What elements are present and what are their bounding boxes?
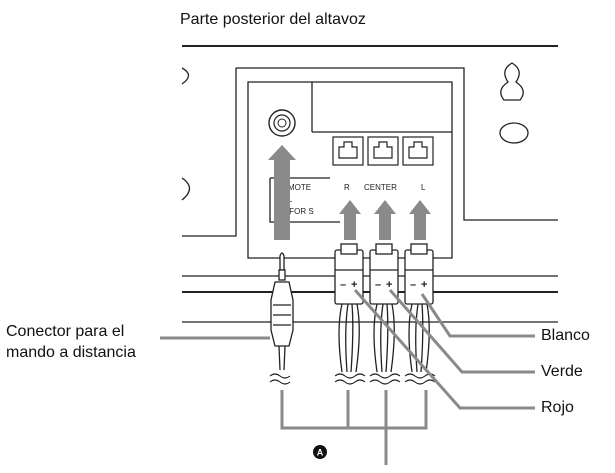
leader-white (420, 293, 535, 338)
plug-l-minus: – (410, 279, 416, 291)
speaker-plug-center (369, 243, 399, 373)
speaker-plug-r (334, 243, 364, 373)
callout-green: Verde (541, 363, 583, 380)
plug-r-minus: – (340, 279, 346, 291)
arrow-l (409, 200, 431, 240)
leader-lines (160, 289, 535, 465)
channel-label-l: L (421, 183, 426, 192)
speaker-plug-l (404, 243, 434, 373)
polarity-marks: – + – + – + (340, 279, 427, 291)
remote-label-1: MOTE (288, 183, 311, 192)
callout-white: Blanco (541, 327, 590, 344)
plug-center-minus: – (375, 279, 381, 291)
diagram-title: Parte posterior del altavoz (180, 11, 366, 28)
cable-break-marks (269, 373, 436, 385)
callout-red: Rojo (541, 399, 574, 416)
leader-red (353, 289, 535, 410)
badge-a-label: A (317, 448, 324, 458)
arrow-center (374, 200, 396, 240)
badge-a: A (313, 445, 327, 459)
insertion-arrows (268, 145, 431, 240)
remote-label-3: LY FOR S (278, 207, 314, 216)
bracket-a (280, 390, 428, 430)
arrow-r (339, 200, 361, 240)
leader-green (388, 289, 535, 374)
arrow-remote (268, 145, 296, 240)
speaker-body (181, 45, 558, 323)
channel-label-r: R (344, 183, 350, 192)
plug-l-plus: + (421, 279, 427, 291)
callout-remote-line2: mando a distancia (6, 344, 136, 361)
remote-plug (270, 252, 294, 371)
speaker-sockets (332, 136, 434, 166)
plug-r-plus: + (351, 279, 357, 291)
plug-center-plus: + (386, 279, 392, 291)
callout-remote-line1: Conector para el (6, 323, 125, 340)
remote-jack-socket (268, 109, 296, 137)
channel-label-center: CENTER (364, 183, 397, 192)
